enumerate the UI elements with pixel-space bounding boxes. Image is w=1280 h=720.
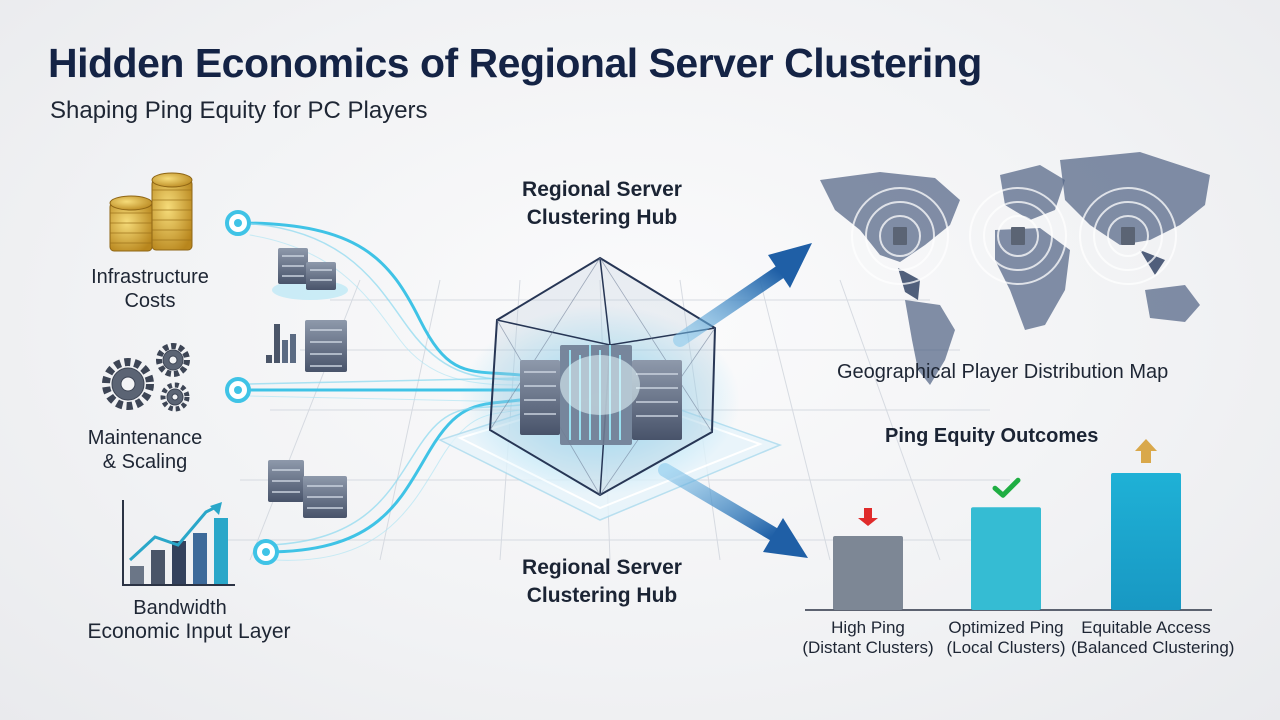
input-node-maintenance xyxy=(225,377,251,403)
outcome-bar-3 xyxy=(1111,473,1181,610)
ping-equity-chart xyxy=(805,439,1212,611)
server-stack-icon-top xyxy=(272,248,348,300)
checkmark-icon xyxy=(992,477,1021,498)
clustering-hub-cube xyxy=(438,256,783,521)
input-node-bandwidth xyxy=(253,539,279,565)
up-arrow-icon xyxy=(1135,439,1157,463)
outcome-bar-label-1: High Ping(Distant Clusters) xyxy=(793,618,943,658)
outcome-bar-title: High Ping xyxy=(831,618,905,637)
map-asia xyxy=(1060,152,1210,275)
hub-label-bottom: Regional Server Clustering Hub xyxy=(492,554,712,610)
map-server-icons xyxy=(893,227,1135,245)
outcome-bar-1 xyxy=(833,536,903,610)
outcome-bar-sublabel: (Distant Clusters) xyxy=(802,638,934,657)
down-arrow-icon xyxy=(858,508,878,527)
outcome-bar-2 xyxy=(971,507,1041,610)
input-label-infrastructure: Infrastructure Costs xyxy=(70,265,230,313)
input-node-infrastructure xyxy=(225,210,251,236)
hub-label-bottom-line2: Clustering Hub xyxy=(526,584,678,607)
coin-stack-icon xyxy=(109,172,193,252)
hub-label-top-line2: Clustering Hub xyxy=(526,206,678,229)
outcome-bar-title: Optimized Ping xyxy=(948,618,1064,637)
outcome-bar-sublabel: (Balanced Clustering) xyxy=(1071,638,1235,657)
server-stack-icon-bottom xyxy=(268,460,347,518)
growth-chart-icon xyxy=(122,500,235,586)
input-label-maintenance-line2: & Scaling xyxy=(102,451,188,473)
page-subtitle: Shaping Ping Equity for PC Players xyxy=(50,97,428,124)
arrow-to-outcomes xyxy=(658,463,808,558)
map-label: Geographical Player Distribution Map xyxy=(837,361,1169,383)
outcome-bar-label-2: Optimized Ping(Local Clusters) xyxy=(931,618,1081,658)
outcomes-title: Ping Equity Outcomes xyxy=(885,425,1099,447)
input-label-maintenance-line1: Maintenance xyxy=(87,427,203,449)
outcome-bar-title: Equitable Access xyxy=(1081,618,1211,637)
map-north-america xyxy=(820,172,960,300)
map-hub-rings xyxy=(851,187,1177,285)
hub-label-bottom-line1: Regional Server xyxy=(522,556,682,579)
input-label-bandwidth: Bandwidth xyxy=(133,597,227,619)
input-label-infrastructure-line2: Costs xyxy=(124,290,176,312)
arrow-to-map xyxy=(673,243,812,347)
map-south-america xyxy=(905,300,955,385)
map-africa xyxy=(995,228,1070,330)
gears-icon xyxy=(102,343,190,412)
input-label-infrastructure-line1: Infrastructure xyxy=(91,266,209,288)
hub-label-top-line1: Regional Server xyxy=(522,178,682,201)
outcome-bar-sublabel: (Local Clusters) xyxy=(946,638,1066,657)
server-stack-icon-middle xyxy=(266,320,347,372)
input-layer-label: Economic Input Layer xyxy=(87,620,291,643)
hub-label-top: Regional Server Clustering Hub xyxy=(492,176,712,232)
map-oceania xyxy=(1145,285,1200,322)
map-europe xyxy=(1000,165,1065,220)
page-title: Hidden Economics of Regional Server Clus… xyxy=(48,40,982,86)
outcome-bar-label-3: Equitable Access(Balanced Clustering) xyxy=(1071,618,1235,658)
input-label-maintenance: Maintenance & Scaling xyxy=(70,426,220,474)
